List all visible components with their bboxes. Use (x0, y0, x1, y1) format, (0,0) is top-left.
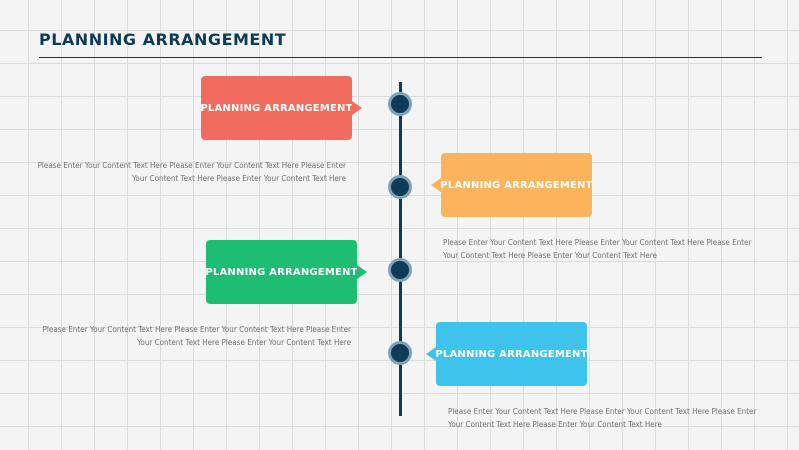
step-4-label: PLANNING ARRANGEMENT (435, 348, 588, 360)
step-2-bubble: PLANNING ARRANGEMENT (431, 153, 593, 217)
timeline-node-4 (388, 341, 412, 365)
step-4-bubble: PLANNING ARRANGEMENT (426, 322, 588, 386)
timeline-node-1 (388, 92, 412, 116)
title-underline (39, 57, 762, 58)
timeline-spine (399, 82, 402, 416)
step-3-label: PLANNING ARRANGEMENT (205, 266, 358, 278)
page-title: PLANNING ARRANGEMENT (39, 30, 287, 49)
step-2-text: Please Enter Your Content Text Here Plea… (443, 238, 752, 260)
step-3-bubble: PLANNING ARRANGEMENT (205, 240, 367, 304)
step-4-text: Please Enter Your Content Text Here Plea… (448, 407, 757, 429)
step-3-text: Please Enter Your Content Text Here Plea… (42, 325, 351, 347)
step-1-label: PLANNING ARRANGEMENT (200, 102, 353, 114)
step-2-label: PLANNING ARRANGEMENT (440, 179, 593, 191)
step-1-text: Please Enter Your Content Text Here Plea… (37, 161, 346, 183)
timeline-node-2 (388, 175, 412, 199)
step-1-bubble: PLANNING ARRANGEMENT (200, 76, 362, 140)
timeline-node-3 (388, 258, 412, 282)
